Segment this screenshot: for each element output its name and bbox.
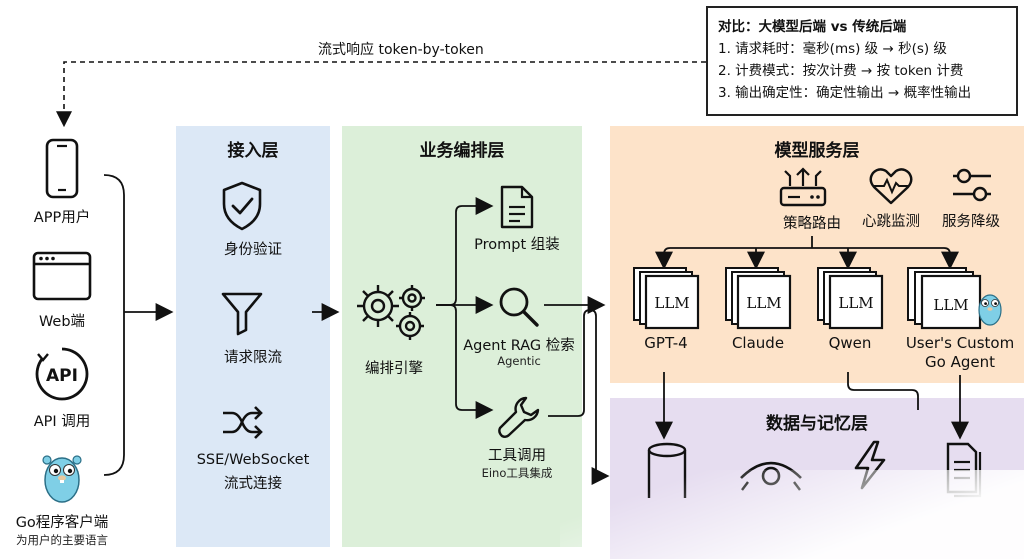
sse-label-2: 流式连接: [224, 476, 282, 492]
orchestration-layer-panel: [342, 126, 582, 547]
comparison-row-latency: 1. 请求耗时：毫秒(ms) 级 → 秒(s) 级: [718, 41, 947, 57]
tool-label: 工具调用: [488, 448, 546, 464]
model-custom-label: User's Custom: [905, 334, 1015, 352]
comparison-title: 对比：大模型后端 vs 传统后端: [718, 19, 907, 35]
llm-card-text: LLM: [838, 294, 874, 312]
rate-limit-label: 请求限流: [224, 350, 282, 366]
model-gpt4-label: GPT-4: [644, 334, 688, 352]
client-go-label: Go程序客户端: [15, 515, 109, 531]
bottom-fade-overlay: [560, 470, 1024, 559]
llm-card-text: LLM: [933, 296, 969, 314]
prompt-label: Prompt 组装: [474, 237, 560, 253]
smartphone-icon: [45, 138, 79, 199]
routing-label: 策略路由: [783, 216, 841, 232]
api-icon: API: [35, 347, 89, 401]
client-api-label: API 调用: [33, 414, 91, 430]
svg-text:API: API: [46, 366, 78, 386]
shield-check-icon: [222, 181, 262, 231]
degrade-label: 服务降级: [942, 214, 1000, 230]
rag-sublabel: Agentic: [497, 354, 541, 368]
data-memory-layer-title: 数据与记忆层: [766, 414, 868, 434]
engine-label: 编排引擎: [365, 361, 423, 377]
tool-sublabel: Eino工具集成: [481, 466, 553, 480]
client-go-sublabel: 为用户的主要语言: [16, 533, 108, 547]
gopher-icon: [42, 455, 82, 503]
model-service-layer-title: 模型服务层: [774, 141, 860, 161]
comparison-row-determinism: 3. 输出确定性：确定性输出 → 概率性输出: [718, 85, 972, 101]
llm-card-custom: LLM: [906, 266, 1006, 330]
stream-response-label: 流式响应 token-by-token: [318, 42, 484, 58]
client-web-label: Web端: [38, 314, 86, 330]
llm-card-qwen: LLM: [816, 266, 886, 330]
model-claude-label: Claude: [731, 334, 785, 352]
auth-label: 身份验证: [224, 242, 282, 258]
wrench-icon: [498, 396, 540, 438]
filter-funnel-icon: [221, 292, 263, 336]
gears-icon: [357, 285, 425, 340]
rag-label: Agent RAG 检索: [463, 338, 575, 354]
heartbeat-icon: [869, 168, 913, 205]
comparison-row-billing: 2. 计费模式：按次计费 → 按 token 计费: [718, 63, 964, 79]
llm-card-claude: LLM: [724, 266, 794, 330]
shuffle-icon: [223, 406, 263, 439]
magnifier-icon: [499, 287, 539, 327]
heartbeat-label: 心跳监测: [862, 214, 920, 230]
sse-label: SSE/WebSocket: [196, 452, 310, 468]
llm-card-gpt4: LLM: [632, 266, 702, 330]
access-layer-panel: [176, 126, 330, 547]
orchestration-layer-title: 业务编排层: [419, 141, 505, 161]
llm-card-text: LLM: [654, 294, 690, 312]
llm-card-text: LLM: [746, 294, 782, 312]
sliders-icon: [953, 168, 991, 202]
client-app-label: APP用户: [33, 210, 91, 226]
comparison-box: 对比：大模型后端 vs 传统后端 1. 请求耗时：毫秒(ms) 级 → 秒(s)…: [706, 6, 1018, 116]
router-icon: [779, 167, 827, 207]
browser-window-icon: [32, 251, 92, 301]
document-icon: [500, 185, 534, 229]
model-qwen-label: Qwen: [828, 334, 872, 352]
access-layer-title: 接入层: [227, 141, 279, 161]
model-custom-label-2: Go Agent: [925, 353, 995, 371]
